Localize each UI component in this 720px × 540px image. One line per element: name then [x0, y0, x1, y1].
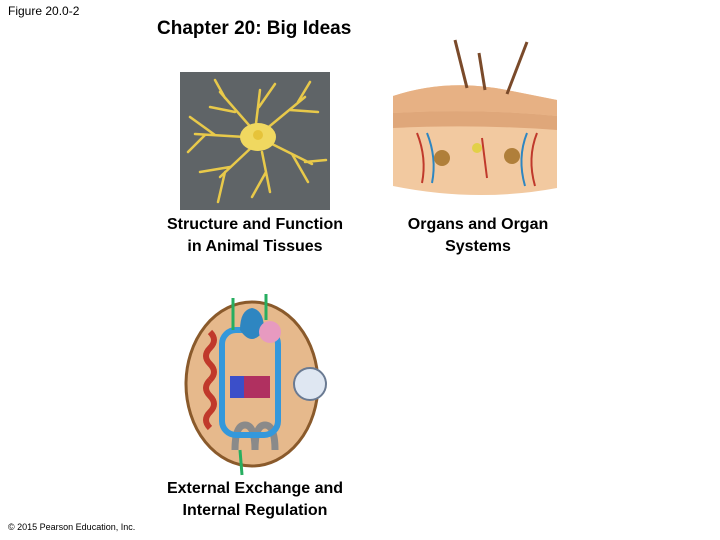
exchange-regulation-illustration: [184, 294, 327, 476]
copyright-notice: © 2015 Pearson Education, Inc.: [8, 522, 136, 532]
figure-label: Figure 20.0-2: [8, 4, 80, 18]
caption-structure-function: Structure and Function in Animal Tissues: [167, 216, 343, 255]
caption-exchange-regulation: External Exchange and Internal Regulatio…: [166, 480, 344, 519]
slide-title: Chapter 20: Big Ideas: [157, 18, 352, 39]
skin-illustration: [393, 39, 557, 196]
neuron-illustration: [180, 72, 330, 210]
caption-organs-systems: Organs and Organ Systems: [407, 216, 549, 255]
